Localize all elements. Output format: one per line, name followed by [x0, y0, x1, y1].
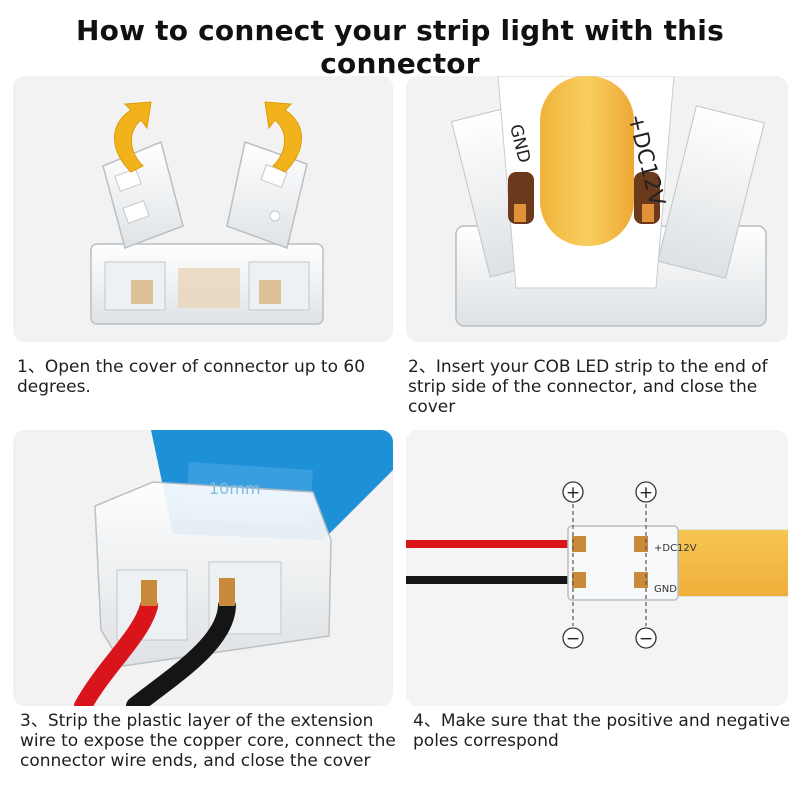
step-2-image: +DC12V GND [406, 76, 788, 342]
open-arrow-left-icon [114, 101, 152, 173]
svg-text:+: + [566, 483, 580, 503]
diagram-gnd-label: GND [654, 584, 677, 595]
cob-strip [497, 76, 675, 289]
svg-text:−: − [639, 629, 653, 649]
step-4-caption: 4、Make sure that the positive and negati… [413, 711, 791, 751]
width-mark-label: 10mm [209, 479, 261, 498]
positive-right-icon: + [635, 481, 657, 503]
positive-left-icon: + [562, 481, 584, 503]
left-cover [102, 140, 184, 249]
page-title: How to connect your strip light with thi… [76, 14, 724, 80]
connector-base [90, 243, 324, 325]
step-1-caption: 1、Open the cover of connector up to 60 d… [17, 357, 366, 397]
negative-left-icon: − [562, 627, 584, 649]
connector-body [567, 525, 679, 601]
red-wire [74, 597, 158, 706]
step-1-image [13, 76, 393, 342]
svg-text:−: − [566, 629, 580, 649]
negative-right-icon: − [635, 627, 657, 649]
black-wire [126, 597, 236, 706]
diagram-plus-label: +DC12V [654, 543, 697, 554]
svg-text:+: + [639, 483, 653, 503]
step-4-image: +DC12V GND + + − − [406, 430, 788, 706]
red-wire [406, 540, 572, 548]
step-2-caption: 2、Insert your COB LED strip to the end o… [408, 357, 768, 417]
open-arrow-right-icon [264, 101, 302, 173]
step-3-image: 10mm [13, 430, 393, 706]
step-3-caption: 3、Strip the plastic layer of the extensi… [20, 711, 396, 771]
black-wire [406, 576, 572, 584]
